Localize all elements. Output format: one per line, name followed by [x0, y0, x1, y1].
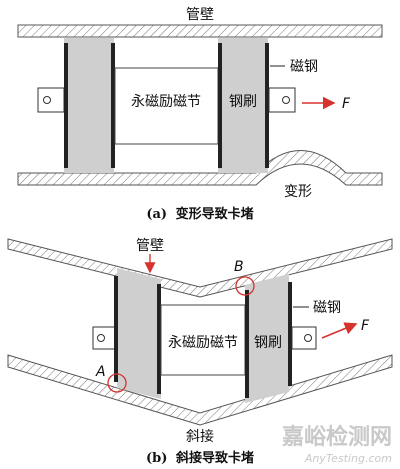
- pipe-wall-top-b: [7, 238, 393, 298]
- magnet-section-a: [114, 67, 219, 145]
- lug-hole-left-b: [97, 334, 105, 342]
- label-brush-a: 钢刷: [229, 94, 257, 110]
- label-magnet-steel-a: 磁钢: [290, 59, 318, 75]
- diagram-b: 管壁 B A 永磁励磁节 钢刷 磁钢 F 斜接 (b) 斜接导致卡堵: [7, 238, 393, 466]
- caption-b: (b) 斜接导致卡堵: [146, 450, 254, 466]
- watermark-cn: 嘉峪检测网: [282, 424, 392, 450]
- brush-right-a: [218, 38, 268, 173]
- magnet-steel-right-b-1: [245, 290, 249, 398]
- watermark-en: AnyTesting.com: [304, 452, 392, 465]
- magnet-steel-left-a-1: [64, 43, 68, 168]
- contact-circle-b: [235, 276, 255, 296]
- magnet-steel-right-a-2: [265, 43, 269, 168]
- label-magnet-steel-b: 磁钢: [313, 300, 341, 316]
- label-point-a: A: [95, 364, 106, 380]
- lug-hole-right-a: [282, 96, 290, 104]
- pipe-wall-bottom-b: [7, 354, 393, 426]
- pipe-wall-bottom-a: [17, 150, 383, 186]
- label-brush-b: 钢刷: [254, 335, 282, 351]
- magnet-steel-left-b-2: [157, 284, 161, 394]
- label-pipe-wall-b: 管壁: [136, 238, 164, 254]
- lug-hole-left-a: [43, 96, 51, 104]
- label-point-b: B: [234, 259, 244, 275]
- brush-right-b: [245, 274, 289, 403]
- label-deformation-a: 变形: [284, 184, 312, 200]
- pipe-wall-top-a: [17, 24, 383, 38]
- magnet-steel-left-a-2: [111, 43, 115, 168]
- magnet-section-b: [160, 304, 246, 376]
- label-magnet-b: 永磁励磁节: [168, 335, 238, 351]
- label-force-a: F: [342, 96, 351, 112]
- brush-left-a: [64, 38, 114, 173]
- contact-circle-a: [107, 373, 127, 393]
- force-arrow-b: [321, 322, 358, 339]
- label-pipe-wall-a: 管壁: [186, 7, 214, 23]
- label-joint-b: 斜接: [186, 428, 214, 445]
- magnet-steel-right-a-1: [218, 43, 222, 168]
- magnet-steel-left-b-1: [114, 276, 118, 382]
- brush-left-b: [117, 268, 161, 399]
- magnet-steel-right-b-2: [288, 282, 292, 386]
- lug-hole-right-b: [304, 334, 312, 342]
- caption-a: (a) 变形导致卡堵: [146, 206, 253, 222]
- diagram-a: 管壁 永磁励磁节 钢刷 磁钢 F 变形 (a) 变形导致卡堵: [17, 7, 383, 222]
- label-force-b: F: [361, 318, 370, 334]
- label-magnet-a: 永磁励磁节: [131, 94, 201, 110]
